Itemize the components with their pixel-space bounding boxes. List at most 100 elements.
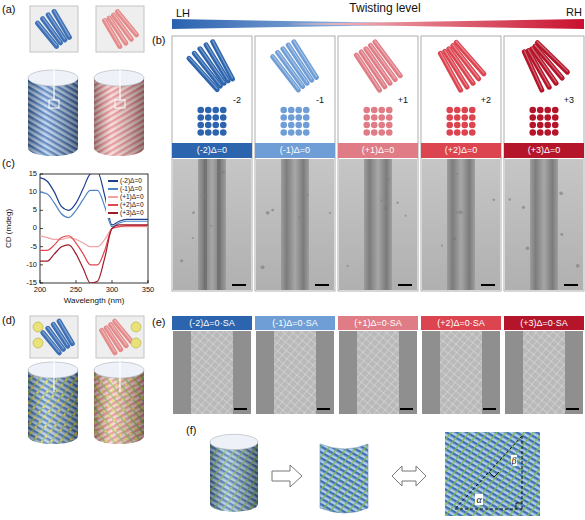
axis-title: Wavelength (nm) xyxy=(64,297,125,306)
nanotube-lattice xyxy=(191,331,233,414)
cylinder-surface xyxy=(28,370,78,444)
cylinder-surface xyxy=(210,442,258,512)
helix-cross-section xyxy=(378,114,385,121)
helix-cross-section xyxy=(386,107,393,114)
label-band: (+3)Δ=0 xyxy=(504,143,584,158)
cylinder-top xyxy=(94,70,144,86)
helix-cross-section xyxy=(544,107,551,114)
panel-letter: (a) xyxy=(2,3,15,15)
axis-tick xyxy=(112,280,113,283)
axis-tick xyxy=(40,210,43,211)
tem-micrograph xyxy=(339,159,417,290)
label-band: (-1)Δ=0·SA xyxy=(255,316,335,330)
label-band: (-2)Δ=0 xyxy=(172,143,252,158)
band-label: (+3)Δ=0 xyxy=(528,146,561,155)
legend-text: (+3)Δ=0 xyxy=(120,210,144,217)
micrograph-speck xyxy=(526,247,530,251)
rod-highlight xyxy=(524,51,541,89)
twist-number: +2 xyxy=(481,96,491,106)
helix-cross-section xyxy=(212,122,219,129)
label-band: (-2)Δ=0·SA xyxy=(172,316,252,330)
panel-frame xyxy=(255,36,335,291)
sheet-edge xyxy=(320,444,368,513)
helix-cross-section xyxy=(295,129,302,136)
helix-cross-section xyxy=(303,129,310,136)
twist-number: +1 xyxy=(398,96,408,106)
micrograph-speck xyxy=(180,259,183,262)
helix-cross-section xyxy=(197,122,204,129)
micrograph-speck xyxy=(509,198,511,200)
helix-cross-section xyxy=(529,114,536,121)
cylinder-surface xyxy=(28,370,78,444)
helix-rod xyxy=(38,23,57,46)
nanotube-image xyxy=(530,159,558,290)
micrograph-speck xyxy=(559,191,563,195)
streptavidin-sphere xyxy=(33,322,43,332)
scale-bar xyxy=(232,284,246,286)
helix-cross-section xyxy=(197,107,204,114)
handedness-label: LH xyxy=(176,7,190,19)
helix-cross-section xyxy=(220,107,227,114)
helix-cross-section xyxy=(446,122,453,129)
cylinder-surface xyxy=(28,370,78,444)
streptavidin-sphere xyxy=(131,322,141,332)
opened-sheet xyxy=(320,444,368,513)
helix-cross-section xyxy=(469,114,476,121)
streptavidin-sphere xyxy=(131,338,141,348)
tem-micrograph xyxy=(256,159,334,290)
rod-highlight xyxy=(102,329,115,351)
helix-cross-section xyxy=(461,129,468,136)
nanotube-lattice xyxy=(357,331,399,414)
tick-label: 350 xyxy=(142,286,155,294)
band-label: (+1)Δ=0 xyxy=(362,146,395,155)
axis-tick xyxy=(40,228,43,229)
micrograph-speck xyxy=(204,194,207,197)
micrograph-speck xyxy=(261,265,265,269)
helix-cross-section xyxy=(454,114,461,121)
helix-cross-section xyxy=(197,114,204,121)
helix-rod xyxy=(273,57,299,90)
twist-number: -2 xyxy=(233,96,241,106)
equivalence-arrow xyxy=(392,466,426,486)
streptavidin-sphere xyxy=(33,338,43,348)
legend-text: (-1)Δ=0 xyxy=(120,186,142,193)
helix-cross-section xyxy=(446,107,453,114)
nanotube-lattice xyxy=(274,331,316,414)
micrograph-speck xyxy=(492,198,495,201)
micrograph-speck xyxy=(380,199,382,201)
helix-cross-section xyxy=(552,107,559,114)
helix-cross-section xyxy=(205,107,212,114)
band-label: (+2)Δ=0·SA xyxy=(437,319,485,328)
helix-cross-section xyxy=(363,122,370,129)
helix-cross-section xyxy=(461,122,468,129)
helix-cross-section xyxy=(288,114,295,121)
micrograph-speck xyxy=(192,237,194,239)
tem-micrograph xyxy=(339,331,417,414)
cylinder-top xyxy=(28,70,78,86)
micrograph-speck xyxy=(405,215,407,217)
helix-cross-section xyxy=(295,122,302,129)
axis-title: CD (mdeg) xyxy=(6,208,15,247)
helix-cross-section xyxy=(386,114,393,121)
helix-cross-section xyxy=(552,114,559,121)
helix-cross-section xyxy=(205,129,212,136)
helix-cross-section xyxy=(552,122,559,129)
helix-cross-section xyxy=(363,107,370,114)
helix-rod xyxy=(356,55,379,90)
helix-cross-section xyxy=(446,114,453,121)
twist-number: -1 xyxy=(316,96,324,106)
panel-frame xyxy=(421,36,501,291)
helix-cross-section xyxy=(454,129,461,136)
label-band: (-1)Δ=0 xyxy=(255,143,335,158)
helix-cross-section xyxy=(537,129,544,136)
right-angle-mark xyxy=(489,472,499,477)
label-band: (+2)Δ=0·SA xyxy=(421,316,501,330)
process-arrow xyxy=(272,465,302,487)
axis-tick xyxy=(148,280,149,283)
panel-letter: (b) xyxy=(152,34,165,46)
micrograph-speck xyxy=(347,265,349,267)
zoom-leader xyxy=(53,358,54,392)
scale-bar xyxy=(234,408,247,410)
cylinder-surface xyxy=(94,370,144,444)
helix-bundle xyxy=(105,11,137,47)
